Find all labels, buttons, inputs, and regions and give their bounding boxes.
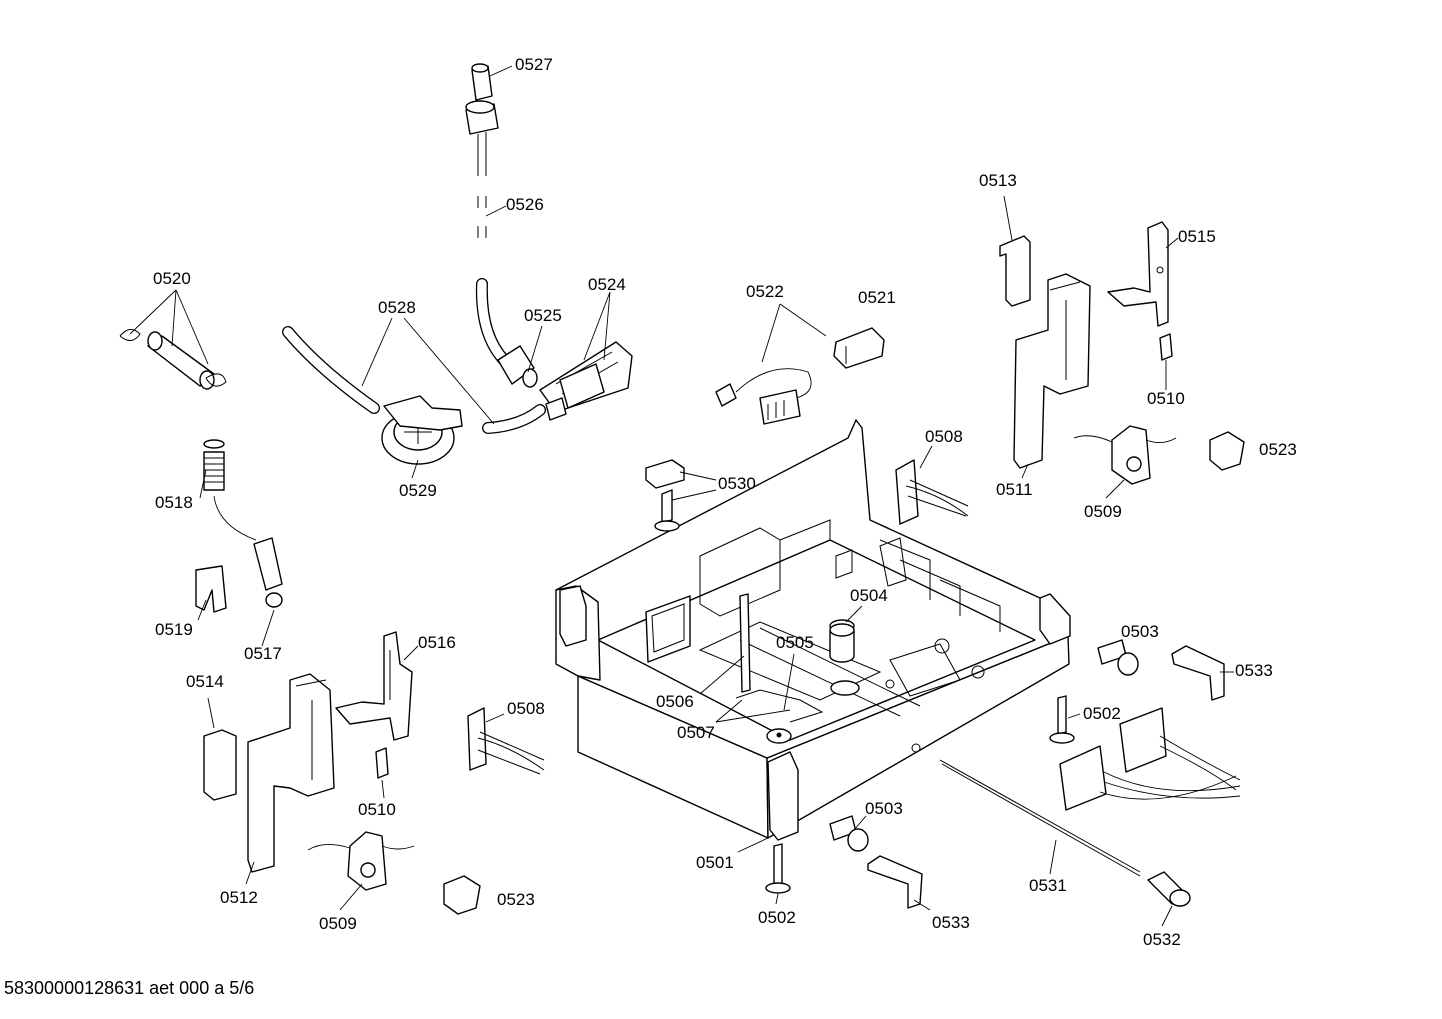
wiring-harness-connectors xyxy=(1059,707,1241,811)
label-0501: 0501 xyxy=(696,853,734,872)
label-0502-upper: 0502 xyxy=(1083,704,1121,723)
label-0512: 0512 xyxy=(220,888,258,907)
label-0533-upper: 0533 xyxy=(1235,661,1273,680)
label-0518: 0518 xyxy=(155,493,193,512)
bracket-0511 xyxy=(1013,273,1091,469)
label-0505: 0505 xyxy=(776,633,814,652)
hinge-spring-0508-lower xyxy=(467,707,545,775)
label-0533-lower: 0533 xyxy=(932,913,970,932)
label-0515: 0515 xyxy=(1178,227,1216,246)
corrugated-hose-0518 xyxy=(203,439,283,608)
connector-0521 xyxy=(833,327,885,369)
screw-0503-upper xyxy=(1097,639,1139,676)
rail-0533-lower xyxy=(867,855,923,909)
clip-0510-upper xyxy=(1159,333,1173,361)
label-0507: 0507 xyxy=(677,723,715,742)
bracket-0514 xyxy=(203,729,237,801)
label-0516: 0516 xyxy=(418,633,456,652)
label-0522: 0522 xyxy=(746,282,784,301)
connector-0523-upper xyxy=(1209,431,1245,471)
label-0509-lower: 0509 xyxy=(319,914,357,933)
foot-0530 xyxy=(645,459,685,532)
clip-0519 xyxy=(195,565,227,613)
rod-0531 xyxy=(939,759,1141,877)
label-0520: 0520 xyxy=(153,269,191,288)
leader-lines xyxy=(129,65,1234,927)
bracket-0515 xyxy=(1107,221,1169,327)
label-0530: 0530 xyxy=(718,474,756,493)
label-0519: 0519 xyxy=(155,620,193,639)
bracket-0512 xyxy=(247,673,335,873)
label-0509-upper: 0509 xyxy=(1084,502,1122,521)
label-0510-upper: 0510 xyxy=(1147,389,1185,408)
label-0503-lower: 0503 xyxy=(865,799,903,818)
drawing-reference-footer: 58300000128631 aet 000 a 5/6 xyxy=(4,978,255,998)
door-switch-0509-lower xyxy=(307,831,415,891)
screw-0503-lower xyxy=(829,815,869,852)
label-0527: 0527 xyxy=(515,55,553,74)
label-0517: 0517 xyxy=(244,644,282,663)
bracket-0516 xyxy=(335,631,413,741)
base-tub-0501 xyxy=(555,419,1071,841)
label-0502-lower: 0502 xyxy=(758,908,796,927)
connector-0523-lower xyxy=(443,875,481,915)
label-0514: 0514 xyxy=(186,672,224,691)
label-0504: 0504 xyxy=(850,586,888,605)
label-0508-upper: 0508 xyxy=(925,427,963,446)
rail-0533-upper xyxy=(1171,645,1225,701)
harness-0522 xyxy=(715,368,812,425)
label-0510-lower: 0510 xyxy=(358,800,396,819)
door-switch-0509-upper xyxy=(1073,425,1177,485)
end-cap-0532 xyxy=(1147,871,1191,907)
hose-clamp-0520 xyxy=(119,329,227,390)
circulation-pump-0529 xyxy=(381,395,463,465)
part-labels: 0527 0526 0524 0525 0528 0529 0520 0518 … xyxy=(153,55,1297,949)
label-0524: 0524 xyxy=(588,275,626,294)
foot-0502-upper xyxy=(1049,695,1075,744)
label-0511: 0511 xyxy=(996,480,1033,499)
clip-0510-lower xyxy=(375,747,389,779)
bracket-0513 xyxy=(999,235,1031,307)
label-0529: 0529 xyxy=(399,481,437,500)
inlet-valve-0524 xyxy=(539,341,633,421)
drain-hose-0528 xyxy=(282,326,546,434)
foot-0502-lower xyxy=(765,843,791,894)
label-0528: 0528 xyxy=(378,298,416,317)
label-0526: 0526 xyxy=(506,195,544,214)
label-0508-lower: 0508 xyxy=(507,699,545,718)
label-0506: 0506 xyxy=(656,692,694,711)
label-0532: 0532 xyxy=(1143,930,1181,949)
label-0523-upper: 0523 xyxy=(1259,440,1297,459)
label-0513: 0513 xyxy=(979,171,1017,190)
label-0525: 0525 xyxy=(524,306,562,325)
inlet-hose-0526 xyxy=(465,63,538,388)
label-0521: 0521 xyxy=(858,288,896,307)
hinge-spring-0508-upper xyxy=(895,459,969,525)
label-0523-lower: 0523 xyxy=(497,890,535,909)
label-0503-upper: 0503 xyxy=(1121,622,1159,641)
exploded-parts-diagram: 0527 0526 0524 0525 0528 0529 0520 0518 … xyxy=(119,55,1297,949)
label-0531: 0531 xyxy=(1029,876,1067,895)
